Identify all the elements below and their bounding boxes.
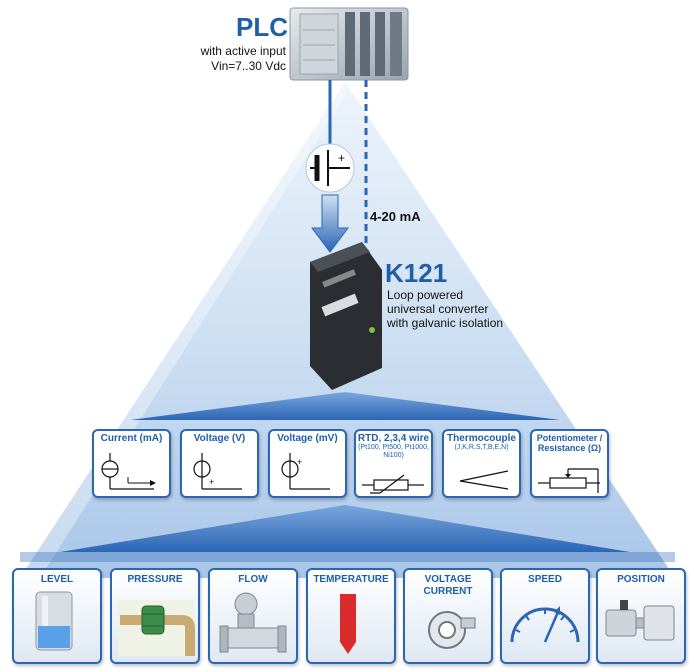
current-source-icon [101,453,156,490]
converter-desc-line1: Loop powered [387,288,464,302]
signal-card-thermocouple: Thermocouple (J,K,R,S,T,B,E,N) [442,429,521,498]
signal-label: Voltage (V) [193,433,246,444]
app-card-voltage-current: VOLTAGE CURRENT [403,568,493,664]
thermometer-icon [340,594,356,654]
thermocouple-icon [459,470,509,490]
converter-desc-line2: universal converter [387,302,489,316]
signal-label: Thermocouple [447,433,516,444]
signal-sublabel: (J,K,R,S,T,B,E,N) [454,444,509,451]
app-label: PRESSURE [127,574,183,585]
application-tier-band [60,505,630,552]
signal-sublabel: (Pt100, Pt500, Pt1000, Ni100) [358,444,429,459]
signal-tier-band [130,392,560,420]
signal-card-potentiometer: Potentiometer / Resistance (Ω) [530,429,609,498]
svg-text:+: + [297,457,302,467]
potentiometer-icon [538,468,600,493]
millivolt-source-icon: + [281,453,330,490]
plc-desc-line2: Vin=7..30 Vdc [211,59,286,73]
signal-card-millivolt: Voltage (mV) + [268,429,347,498]
converter-model: K121 [385,258,448,288]
app-label: TEMPERATURE [313,574,389,585]
signal-card-rtd: RTD, 2,3,4 wire (Pt100, Pt500, Pt1000, N… [354,429,433,498]
app-card-position: POSITION [596,568,686,664]
pressure-pipe-icon [118,600,195,656]
app-card-temperature: TEMPERATURE [306,568,396,664]
app-label: SPEED [528,574,562,585]
voltage-source-icon: + [193,453,242,490]
signal-label: Voltage (mV) [277,433,338,444]
signal-card-voltage: Voltage (V) + [180,429,259,498]
app-card-flow: FLOW [208,568,298,664]
app-label: FLOW [238,574,268,585]
plc-title: PLC [236,12,288,42]
current-clamp-icon [428,611,476,649]
loop-current-label: 4-20 mA [370,209,421,224]
plc-device-image [289,7,409,81]
plc-description: with active input Vin=7..30 Vdc [201,44,286,74]
converter-desc-line3: with galvanic isolation [387,316,504,330]
converter-description: Loop powered universal converter with ga… [387,288,503,330]
flowmeter-icon [219,592,287,653]
app-card-pressure: PRESSURE [110,568,200,664]
svg-text:+: + [338,151,345,165]
app-card-level: LEVEL [12,568,102,664]
speedometer-icon [510,606,580,643]
rtd-icon [362,474,424,494]
signal-card-current: Current (mA) [92,429,171,498]
app-label: POSITION [617,574,665,585]
plc-desc-line1: with active input [200,44,286,58]
dc-supply-icon: + [305,143,355,193]
signal-label: Current (mA) [100,433,163,444]
signal-label: Potentiometer / Resistance (Ω) [536,433,603,453]
app-card-speed: SPEED [500,568,590,664]
svg-text:+: + [209,477,214,487]
app-label: VOLTAGE CURRENT [423,574,473,597]
app-label: LEVEL [40,574,74,585]
signal-label: RTD, 2,3,4 wire [357,433,430,444]
k121-module-image [310,242,382,390]
position-encoder-icon [605,600,675,641]
level-tank-icon [35,591,73,651]
